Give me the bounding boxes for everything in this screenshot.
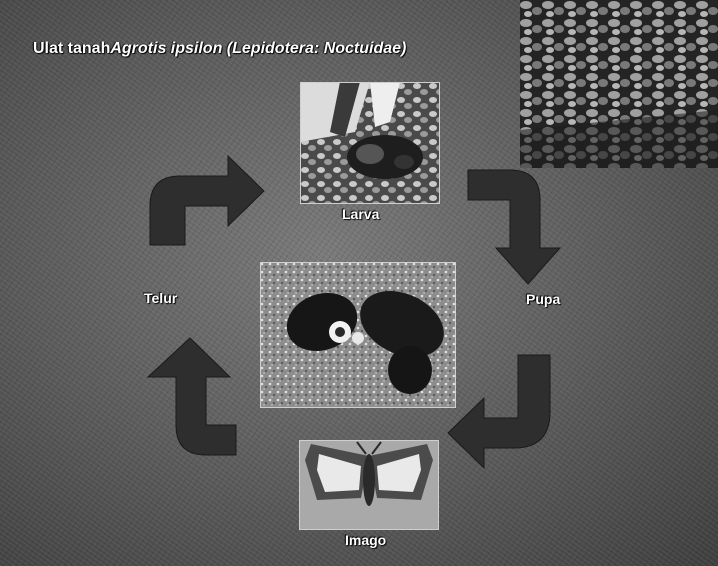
stage-label-larva: Larva: [342, 206, 379, 222]
stage-label-pupa: Pupa: [526, 291, 560, 307]
stage-label-telur: Telur: [144, 290, 177, 306]
stage-label-imago: Imago: [345, 532, 386, 548]
